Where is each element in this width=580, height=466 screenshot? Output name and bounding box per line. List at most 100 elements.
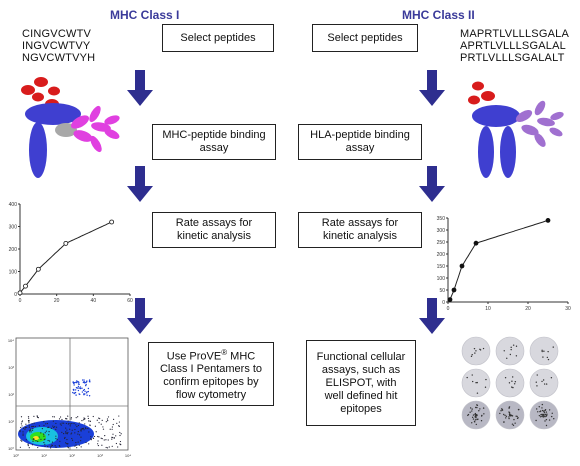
event-dot [118, 415, 120, 417]
x-tick-label: 0 [19, 298, 22, 304]
data-point [459, 263, 465, 269]
data-point [63, 240, 69, 246]
spot [536, 374, 538, 376]
event-dot [69, 425, 71, 427]
event-dot [23, 427, 25, 430]
event-dot [44, 438, 46, 440]
data-point [447, 297, 453, 302]
series-line [449, 219, 549, 300]
event-dot [28, 447, 30, 449]
spot [542, 415, 544, 417]
event-dot [85, 441, 87, 444]
y-tick-label: 250 [437, 240, 446, 246]
y-tick-label: 10⁰ [8, 446, 14, 451]
spot [516, 415, 518, 418]
spot [512, 424, 515, 427]
event-dot [81, 379, 84, 381]
spot [551, 412, 553, 414]
event-dot [118, 425, 120, 427]
spot [513, 383, 516, 385]
step-text: Rate assays for [321, 217, 399, 229]
event-dot [97, 440, 99, 442]
event-dot [82, 389, 85, 392]
event-dot [74, 428, 76, 431]
step-text: Select peptides [327, 31, 403, 44]
event-dot [55, 446, 57, 448]
event-dot [85, 384, 87, 387]
event-dot [37, 440, 39, 443]
spot [508, 416, 510, 418]
spot [544, 420, 546, 422]
event-dot [116, 422, 118, 424]
spot [506, 357, 508, 359]
event-dot [90, 438, 92, 441]
peptide-sequence: APRTLVLLLSGALAL [460, 40, 566, 52]
step-text: flow cytometry [175, 389, 247, 402]
event-dot [76, 380, 78, 382]
elispot-well-plate [461, 336, 559, 430]
spot [544, 413, 547, 416]
event-dot [67, 423, 69, 425]
event-dot [105, 421, 107, 423]
event-dot [119, 440, 122, 443]
spot [472, 414, 475, 416]
y-tick-label: 0 [442, 300, 445, 306]
event-dot [88, 395, 91, 397]
event-dot [71, 429, 73, 431]
event-dot [19, 446, 21, 448]
event-dot [83, 388, 86, 391]
event-dot [77, 433, 79, 435]
spot [473, 420, 476, 423]
x-tick-label: 60 [127, 298, 133, 304]
spot [474, 416, 477, 418]
event-dot [22, 433, 24, 435]
class-ii-binding-assay-box: HLA-peptide binding assay [298, 124, 422, 160]
event-dot [115, 442, 117, 445]
event-dot [27, 445, 29, 447]
event-dot [78, 387, 80, 389]
step-text: kinetic analysis [177, 230, 251, 242]
x-tick-label: 20 [54, 298, 60, 304]
event-dot [36, 415, 38, 417]
event-dot [71, 437, 73, 440]
data-point [23, 283, 28, 289]
spot [469, 411, 471, 413]
event-dot [83, 417, 85, 419]
event-dot [103, 439, 105, 441]
spot [548, 419, 551, 421]
y-tick-label: 10¹ [8, 419, 14, 424]
event-dot [21, 440, 23, 442]
event-dot [59, 423, 61, 425]
event-dot [77, 424, 79, 427]
event-dot [65, 418, 67, 420]
spot [540, 414, 542, 416]
event-dot [75, 381, 77, 384]
event-dot [98, 422, 100, 424]
event-dot [77, 441, 79, 443]
spot [547, 358, 550, 361]
class-i-binding-assay-box: MHC-peptide binding assay [152, 124, 276, 160]
spot [482, 347, 485, 350]
class-ii-rate-assays-box: Rate assays for kinetic analysis [298, 212, 422, 248]
spot [541, 409, 544, 412]
event-dot [27, 443, 29, 445]
event-dot [61, 418, 63, 421]
event-dot [84, 381, 86, 384]
spot [485, 378, 487, 381]
x-tick-label: 0 [447, 306, 450, 312]
event-dot [47, 439, 49, 442]
spot [482, 407, 485, 409]
event-dot [22, 431, 24, 433]
event-dot [21, 420, 24, 422]
event-dot [32, 425, 34, 428]
spot [516, 417, 519, 420]
mhc-class-i-title: MHC Class I [110, 8, 180, 22]
y-tick-label: 350 [437, 216, 446, 222]
event-dot [73, 384, 75, 386]
spot [545, 383, 548, 385]
spot [508, 411, 510, 413]
spot [541, 407, 543, 409]
